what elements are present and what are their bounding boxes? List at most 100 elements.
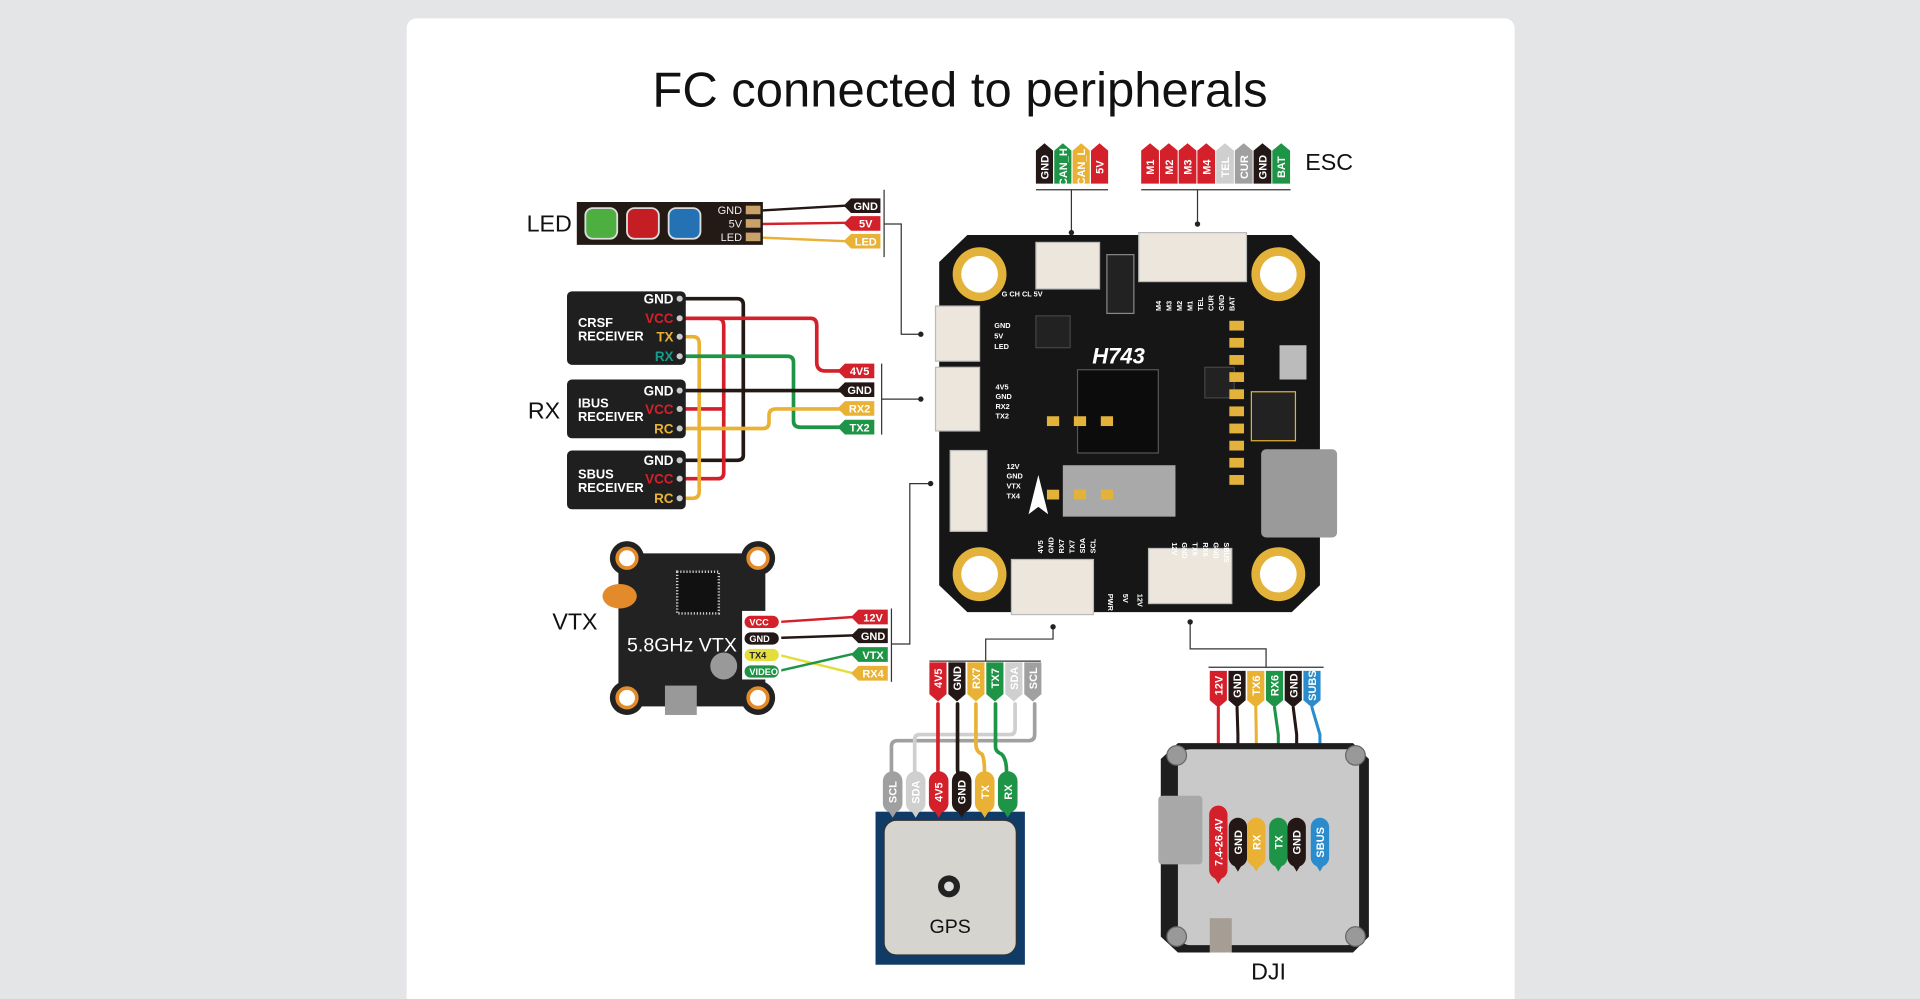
usb-c-port — [1261, 449, 1338, 538]
gps-tag: TX7 — [986, 662, 1004, 702]
tag-shape — [1090, 143, 1109, 184]
wire — [777, 634, 855, 640]
connection-dot — [927, 480, 934, 487]
vtx-pin — [744, 648, 779, 662]
dji-screw — [1166, 926, 1188, 947]
pin-point — [912, 811, 920, 818]
receiver-pin-label: VCC — [645, 402, 674, 417]
vtx-tag: 12V — [851, 609, 888, 625]
bracket-line — [890, 482, 931, 682]
receiver-pin-label: TX — [656, 330, 673, 345]
tag-shape — [837, 382, 875, 398]
dji-screw — [1345, 744, 1366, 766]
tag-label: RX — [1003, 784, 1015, 800]
fc-led-label: 5V — [1121, 594, 1130, 603]
tag-shape — [1072, 143, 1090, 184]
gps-pin: TX — [974, 771, 995, 818]
tag-label: 12V — [1213, 675, 1225, 695]
fc-pin-label: TEL — [1196, 297, 1205, 311]
tag-label: SDA — [911, 780, 923, 803]
tag-label: 7.4-26.4V — [1213, 818, 1225, 866]
tag-label: SUBS — [1307, 670, 1319, 701]
wire — [777, 652, 855, 673]
led-pin-label: GND — [718, 205, 743, 217]
connection-dot — [918, 331, 924, 337]
receiver-pin-label: VCC — [645, 311, 674, 326]
fc-pin-label: SBUS — [1222, 542, 1231, 562]
led-tag: LED — [843, 233, 881, 249]
fc-pin-label: CUR — [1206, 294, 1215, 311]
wire — [777, 653, 855, 675]
mount-hole-ring — [746, 546, 770, 570]
vtx-board-text: 5.8GHz VTX — [627, 634, 737, 656]
receiver-name: CRSF — [578, 315, 613, 330]
tag-shape — [843, 233, 881, 249]
dji-heatsink — [1177, 749, 1360, 946]
vtx-pin-label: GND — [749, 634, 770, 644]
pin-point — [1004, 811, 1012, 818]
tag-label: GND — [1257, 155, 1269, 179]
can-tag: 5V — [1090, 143, 1109, 184]
fc-pin-label: RX2 — [996, 402, 1010, 411]
tag-shape — [843, 216, 881, 231]
fc-pin-label: 4V5 — [996, 382, 1009, 391]
tag-label: GND — [854, 201, 879, 213]
tag-label: SBUS — [1315, 827, 1327, 858]
gps-pin: SDA — [905, 771, 926, 818]
vtx-antenna-connector — [602, 583, 637, 609]
tag-shape — [1054, 143, 1072, 184]
connection-dot — [918, 396, 924, 402]
pin-shape — [882, 771, 903, 813]
led-label: LED — [527, 210, 572, 236]
parts: GND5VLEDCRSFRECEIVERGNDVCCTXRXIBUSRECEIV… — [567, 202, 1369, 984]
fc-pin-label: TX6 — [1191, 542, 1200, 555]
tag-label: LED — [855, 236, 877, 248]
fc-smd — [1073, 416, 1087, 427]
receiver-pin — [676, 425, 683, 432]
esc-tag: GND — [1253, 143, 1272, 184]
gps-pin: RX — [997, 771, 1018, 818]
receiver-pin-label: RC — [654, 421, 674, 436]
tag-label: 4V5 — [933, 668, 945, 688]
fc-chip-label: H743 — [1092, 344, 1145, 369]
tag-label: GND — [1292, 830, 1304, 854]
led-pad — [745, 232, 761, 242]
pin-shape — [1269, 817, 1288, 867]
wire — [757, 221, 847, 226]
vtx-chip — [675, 570, 721, 615]
gps-tag: GND — [948, 662, 966, 702]
esc-tag: M2 — [1159, 143, 1178, 184]
tag-label: TEL — [1220, 156, 1232, 177]
tag-label: GND — [1232, 673, 1244, 698]
tag-label: GND — [861, 631, 886, 643]
tag-label: SCL — [888, 781, 900, 803]
tag-label: RX6 — [1270, 675, 1282, 696]
receiver-pin — [676, 457, 683, 464]
vtx-component — [664, 685, 697, 715]
connection-dot — [1187, 619, 1193, 625]
connection-dot — [1068, 229, 1075, 236]
fc-smd — [1229, 337, 1245, 348]
tag-shape — [1228, 670, 1246, 708]
fc-pin-label: M2 — [1175, 301, 1184, 311]
pin-shape — [997, 771, 1018, 813]
esc-label: ESC — [1305, 149, 1353, 175]
tag-shape — [1303, 670, 1321, 708]
tag-shape — [837, 363, 875, 379]
fc-connector — [1010, 558, 1095, 616]
fc-component — [1250, 391, 1297, 442]
fc-pin-label: RX6 — [1201, 542, 1210, 556]
tag-shape — [1247, 670, 1265, 708]
tag-shape — [1159, 143, 1178, 184]
fc-smd — [1100, 489, 1114, 500]
mount-hole-ring — [746, 686, 770, 710]
fc-smd — [1229, 355, 1245, 365]
led-tag: GND — [843, 198, 881, 214]
mount-hole-ring — [615, 546, 639, 570]
dji-antenna-connector — [1209, 918, 1232, 953]
fc-pin-label: TX2 — [996, 412, 1009, 421]
dji-tag: RX6 — [1265, 670, 1284, 708]
pin-point — [888, 811, 897, 818]
